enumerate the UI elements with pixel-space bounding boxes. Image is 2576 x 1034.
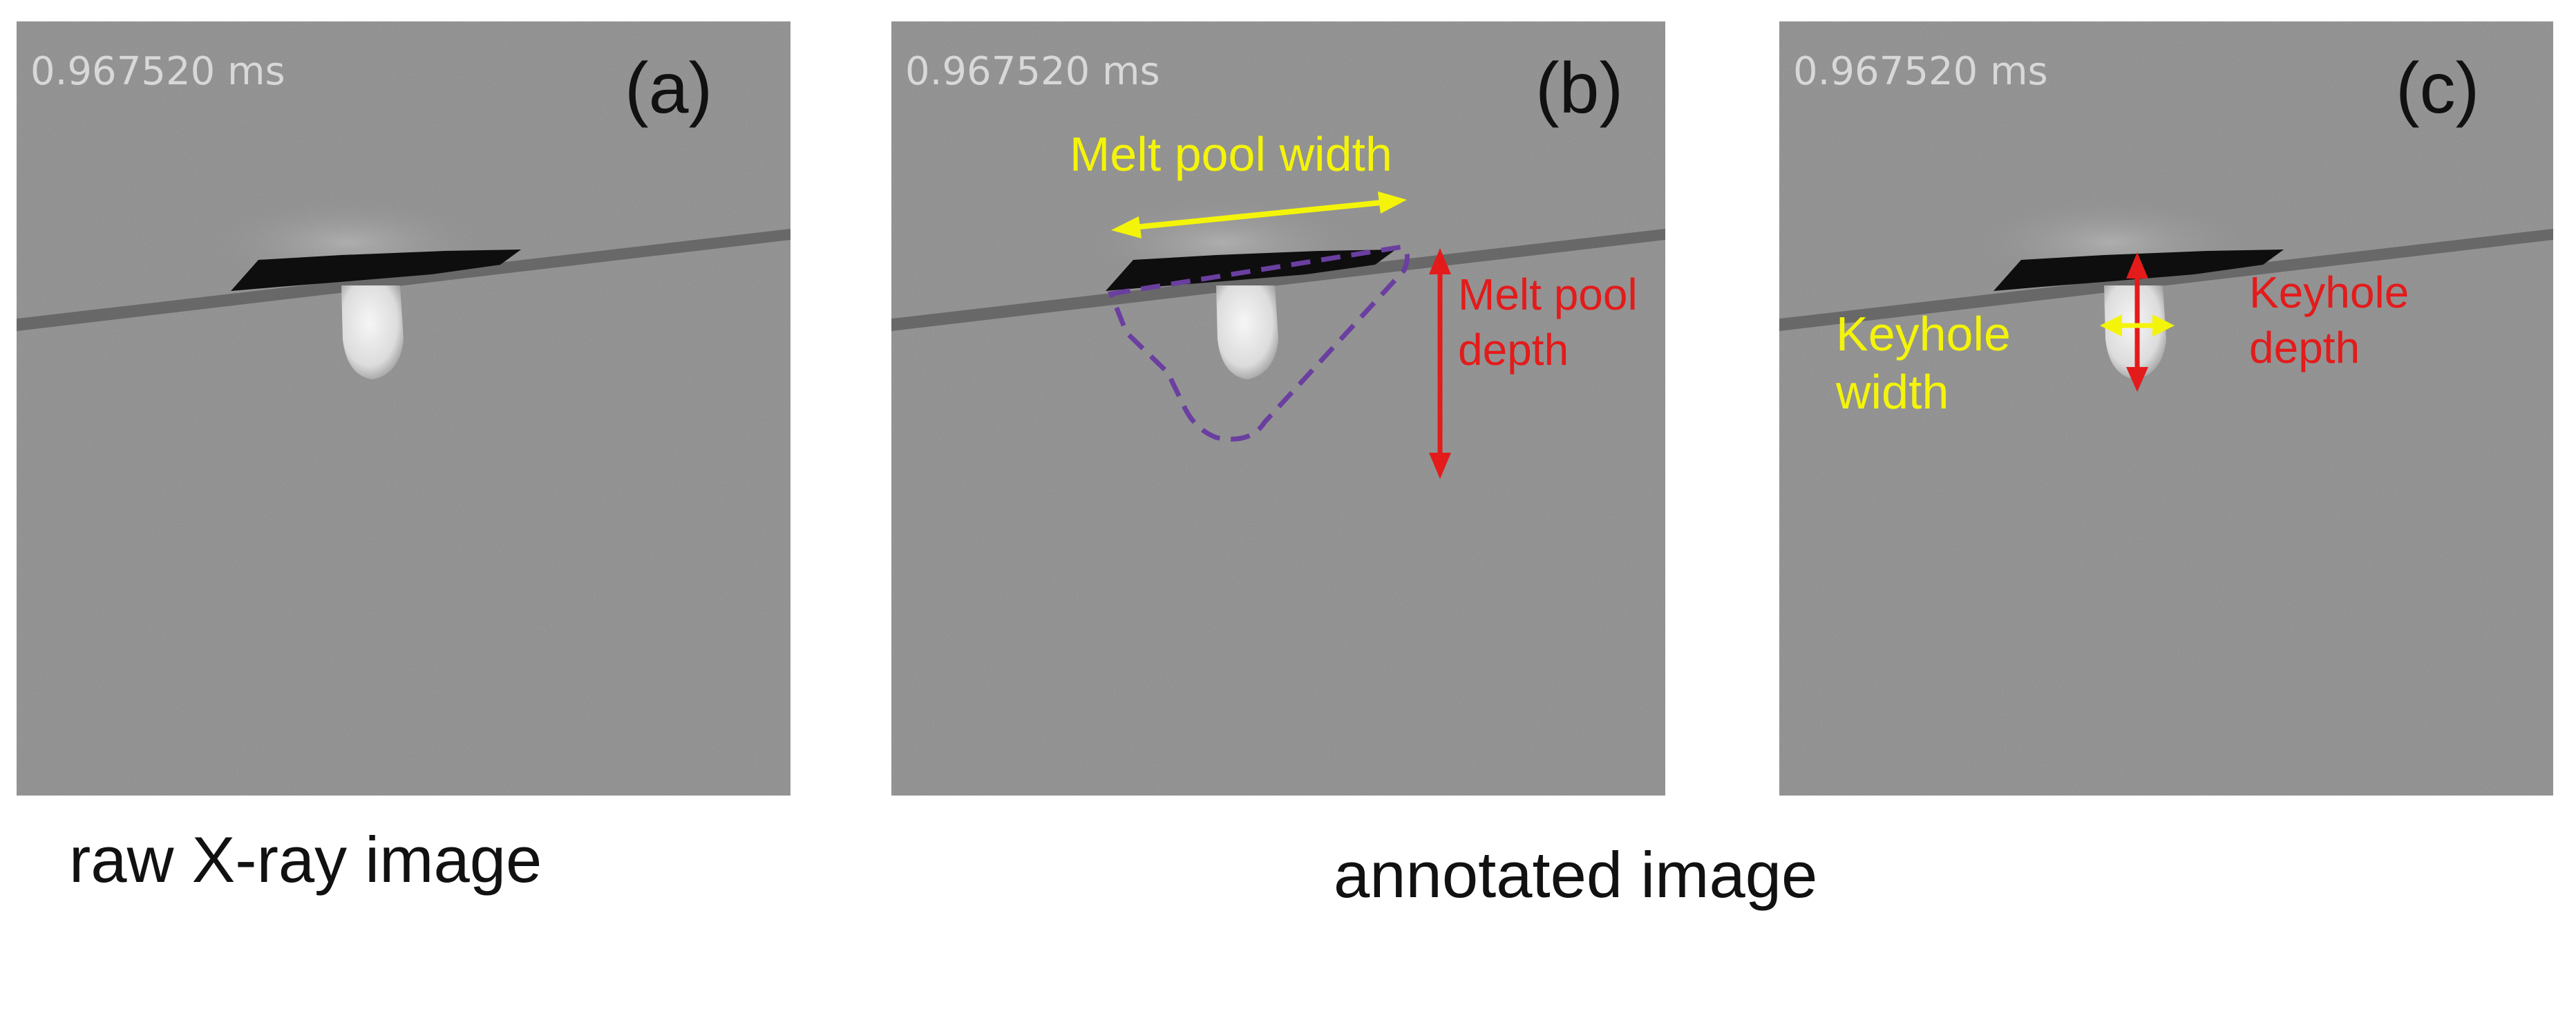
keyhole-width-arrow (2100, 314, 2175, 337)
caption-raw-xray: raw X-ray image (69, 823, 542, 896)
keyhole-depth-arrow (2126, 252, 2148, 392)
panel-b: 0.967520 ms (b) Melt pool width Melt poo… (891, 21, 1665, 796)
panel-a: 0.967520 ms (a) (17, 21, 790, 796)
timestamp: 0.967520 ms (1793, 49, 2048, 94)
melt-pool-depth-arrow (1429, 248, 1451, 479)
xray-image-a (17, 21, 790, 796)
timestamp: 0.967520 ms (30, 49, 285, 94)
melt-pool-width-arrow (1111, 191, 1407, 238)
xray-image-b (891, 21, 1665, 796)
panel-c: 0.967520 ms (c) Keyhole width Keyhole de… (1779, 21, 2553, 796)
melt-pool-depth-label: Melt pool depth (1458, 270, 1638, 375)
panel-label-b: (b) (1535, 48, 1624, 129)
xray-image-c (1779, 21, 2553, 796)
panel-label-c: (c) (2396, 48, 2480, 129)
caption-annotated: annotated image (1334, 838, 1818, 911)
timestamp: 0.967520 ms (905, 49, 1160, 94)
keyhole-width-label: Keyhole width (1836, 307, 2011, 419)
panel-label-a: (a) (625, 48, 713, 129)
melt-pool-boundary (1108, 244, 1410, 442)
keyhole-depth-label: Keyhole depth (2249, 267, 2409, 373)
melt-pool-width-label: Melt pool width (1070, 127, 1392, 181)
